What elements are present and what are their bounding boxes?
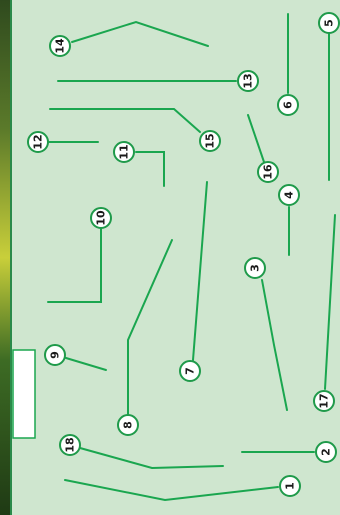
callout-number-7: 7 [184, 367, 197, 375]
leader-lines [48, 14, 335, 500]
callout-badge-15[interactable]: 15 [200, 131, 220, 151]
callout-number-5: 5 [323, 19, 336, 27]
leader-line-16 [248, 115, 264, 162]
callout-number-13: 13 [242, 73, 255, 88]
callout-badge-12[interactable]: 12 [28, 132, 48, 152]
leader-line-18 [80, 448, 223, 468]
callout-number-6: 6 [282, 101, 295, 109]
callout-number-18: 18 [64, 437, 77, 452]
callout-badge-5[interactable]: 5 [319, 13, 339, 33]
callout-number-14: 14 [54, 38, 67, 54]
callout-badge-9[interactable]: 9 [45, 345, 65, 365]
callout-number-10: 10 [95, 210, 108, 226]
leader-line-3 [262, 280, 287, 410]
callout-badge-13[interactable]: 13 [238, 71, 258, 91]
callout-number-8: 8 [122, 421, 135, 429]
callout-number-9: 9 [49, 351, 62, 359]
leader-line-11 [136, 152, 164, 186]
callout-number-1: 1 [284, 482, 297, 490]
leader-line-10 [48, 229, 101, 302]
callout-badge-14[interactable]: 14 [50, 36, 70, 56]
leader-line-17 [325, 215, 335, 389]
callout-number-3: 3 [249, 264, 262, 272]
leader-line-1 [65, 480, 278, 500]
callout-number-11: 11 [118, 144, 131, 159]
callout-number-15: 15 [204, 133, 217, 148]
callout-number-2: 2 [320, 448, 333, 456]
callout-number-17: 17 [318, 393, 331, 408]
callout-badge-2[interactable]: 2 [316, 442, 336, 462]
callout-number-16: 16 [262, 164, 275, 180]
callout-badge-4[interactable]: 4 [279, 185, 299, 205]
callout-badge-10[interactable]: 10 [91, 208, 111, 228]
callout-number-4: 4 [283, 191, 296, 199]
callout-badge-1[interactable]: 1 [280, 476, 300, 496]
leader-line-7 [193, 182, 207, 360]
leader-line-9 [66, 358, 106, 370]
callout-badge-7[interactable]: 7 [180, 361, 200, 381]
callout-badge-17[interactable]: 17 [314, 391, 334, 411]
callout-badge-11[interactable]: 11 [114, 142, 134, 162]
leader-line-8 [128, 240, 172, 414]
callout-badge-16[interactable]: 16 [258, 162, 278, 182]
leader-line-15 [50, 109, 200, 132]
callout-badge-3[interactable]: 3 [245, 258, 265, 278]
callout-number-12: 12 [32, 134, 45, 149]
label-box [13, 350, 35, 438]
callout-badge-6[interactable]: 6 [278, 95, 298, 115]
callout-badge-8[interactable]: 8 [118, 415, 138, 435]
leader-line-14 [72, 22, 208, 46]
callout-badge-18[interactable]: 18 [60, 435, 80, 455]
